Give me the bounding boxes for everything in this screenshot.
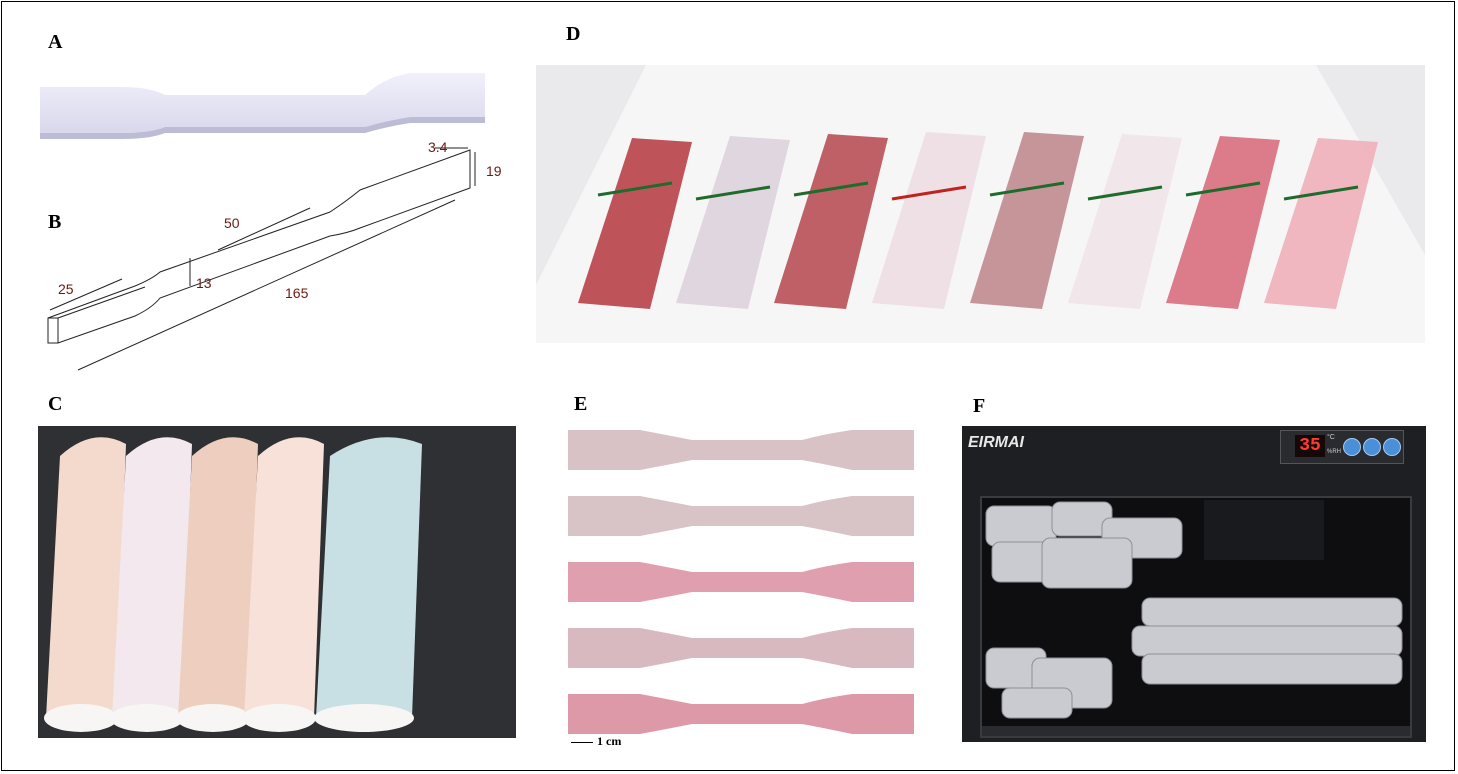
strips-drawing bbox=[568, 430, 914, 734]
foil-pack bbox=[1001, 687, 1073, 719]
rubber-band bbox=[597, 181, 673, 197]
up-button[interactable] bbox=[1363, 438, 1381, 456]
cabinet-interior bbox=[980, 496, 1412, 738]
scale-bar-label: 1 cm bbox=[597, 734, 622, 748]
mode-button[interactable] bbox=[1343, 438, 1361, 456]
dim-neck: 13 bbox=[196, 275, 212, 291]
foil-pack bbox=[1141, 653, 1403, 685]
cylinders-drawing bbox=[38, 426, 516, 738]
cylinder-end bbox=[176, 704, 250, 732]
dogbone-strip bbox=[568, 496, 914, 536]
set-button[interactable] bbox=[1383, 438, 1401, 456]
cylinder-end bbox=[314, 704, 414, 732]
bundle bbox=[970, 132, 1084, 309]
cabinet-brand: EIRMAI bbox=[968, 434, 1024, 451]
panel-label-f: F bbox=[973, 395, 986, 417]
dogbone-render bbox=[40, 73, 485, 139]
bundle bbox=[1068, 134, 1182, 309]
cylinder bbox=[46, 437, 126, 718]
cylinder-end bbox=[44, 704, 118, 732]
dim-grip: 25 bbox=[58, 281, 74, 297]
foil-pack bbox=[1141, 597, 1403, 627]
bundle bbox=[1166, 136, 1280, 309]
temperature-display: 35 bbox=[1295, 435, 1325, 457]
control-panel: 35 °C %RH bbox=[1280, 430, 1404, 464]
bundle bbox=[872, 132, 986, 309]
rubber-band bbox=[1185, 181, 1261, 197]
foil-pack bbox=[1041, 537, 1133, 589]
bundle bbox=[676, 136, 790, 309]
foil-packs bbox=[982, 500, 1410, 736]
dim-thickness: 3.4 bbox=[428, 139, 448, 155]
strips-photo bbox=[562, 424, 920, 736]
cylinder bbox=[316, 437, 422, 718]
bundles-drawing bbox=[536, 65, 1425, 343]
cylinder-end bbox=[110, 704, 184, 732]
bundle bbox=[578, 138, 692, 309]
panel-label-d: D bbox=[566, 23, 581, 45]
foil-pack bbox=[1131, 625, 1403, 657]
scale-bar-line bbox=[571, 741, 593, 743]
dogbone-strip bbox=[568, 430, 914, 470]
cylinders-photo bbox=[38, 426, 516, 738]
cabinet-photo: EIRMAI 35 °C %RH bbox=[962, 426, 1426, 742]
panel-label-a: A bbox=[48, 31, 63, 53]
dim-total: 165 bbox=[285, 285, 309, 301]
dim-gauge-length: 50 bbox=[224, 215, 240, 231]
cylinder-end bbox=[242, 704, 316, 732]
panel-label-b: B bbox=[48, 211, 62, 233]
dogbone-strip bbox=[568, 562, 914, 602]
unit-celsius: °C bbox=[1327, 434, 1335, 441]
unit-rh: %RH bbox=[1327, 449, 1342, 455]
dim-height: 19 bbox=[486, 163, 502, 179]
panel-label-c: C bbox=[48, 393, 63, 415]
rubber-band bbox=[891, 185, 967, 201]
bundle bbox=[774, 134, 888, 309]
dogbone-strip bbox=[568, 694, 914, 734]
rubber-band bbox=[1283, 185, 1359, 201]
rubber-band bbox=[695, 185, 771, 201]
rubber-band bbox=[1087, 185, 1163, 201]
bundle bbox=[1264, 138, 1378, 309]
rubber-band bbox=[989, 181, 1065, 197]
scale-bar: 1 cm bbox=[571, 734, 621, 749]
rubber-band bbox=[793, 181, 869, 197]
bundles-photo bbox=[536, 65, 1425, 343]
cylinder bbox=[178, 437, 258, 718]
dimension-drawing: 3.4 19 50 25 13 165 bbox=[47, 139, 502, 371]
cylinder bbox=[112, 437, 192, 718]
panel-label-e: E bbox=[574, 393, 588, 415]
dogbone-strip bbox=[568, 628, 914, 668]
cylinder bbox=[244, 437, 324, 718]
